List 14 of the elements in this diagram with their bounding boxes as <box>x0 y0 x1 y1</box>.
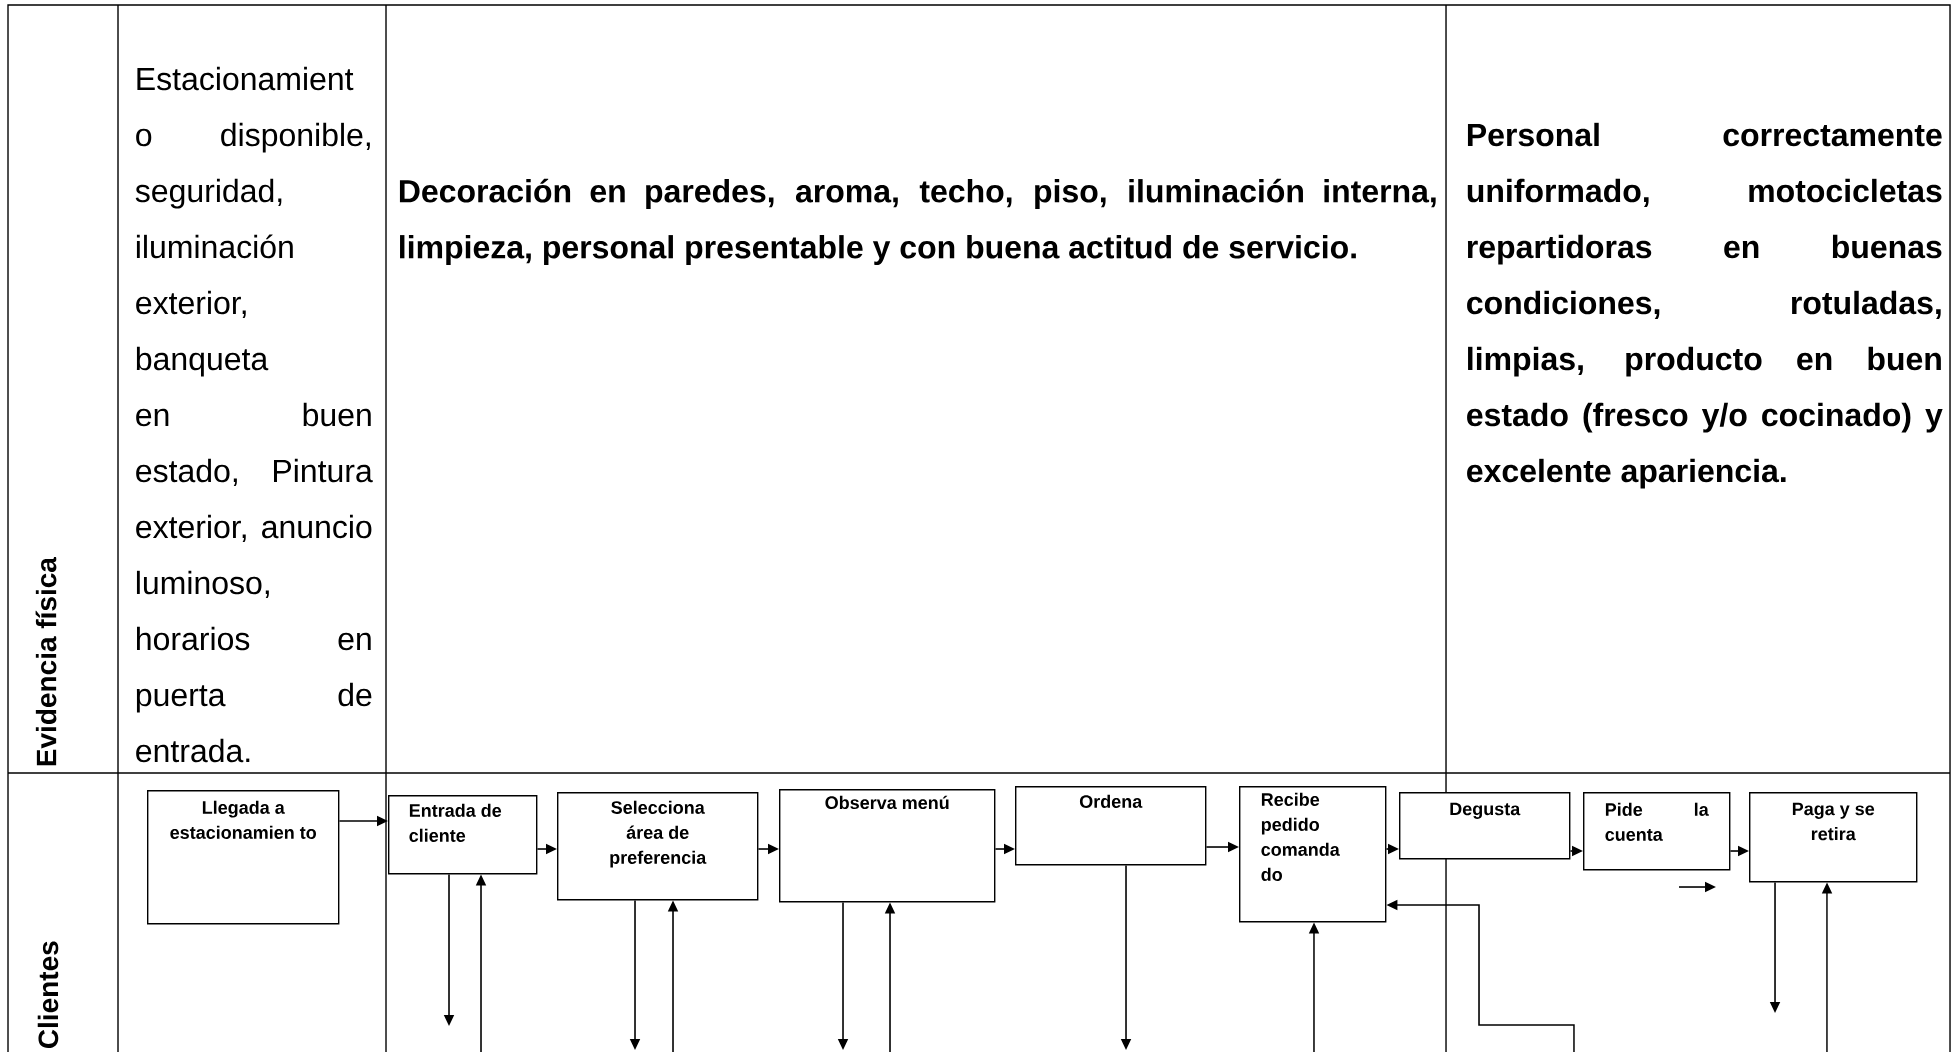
row-header: Evidencia física <box>35 556 57 766</box>
cell-text: Estacionamient o disponible, seguridad, iluminación exterior, banqueta en buen estado, Pintura exterior, anuncio luminoso, horarios en puerta de entrada. <box>135 66 373 763</box>
cell-text: Personal correctamente uniformado, motocicletas repartidoras en buenas condiciones, rotuladas, limpias, producto en buen estado (fresco y/o cocinado) y excelente apariencia. <box>1467 122 1943 489</box>
process-box: Ordena <box>1015 786 1207 866</box>
process-box: Paga y se retira <box>1749 792 1918 883</box>
process-box: Observa menú <box>779 789 996 903</box>
row-header: Clientes <box>37 941 59 1049</box>
process-box: Selecciona área de preferencia <box>557 792 759 901</box>
cell-text: Decoración en paredes, aroma, techo, piso, iluminación interna, limpieza, personal presentable y con buena actitud de servicio. <box>399 178 1436 265</box>
process-box: Entrada de cliente <box>388 795 538 875</box>
process-box: Pide la cuenta <box>1583 792 1731 871</box>
process-box: Degusta <box>1399 792 1571 860</box>
process-box: Recibe pedido comanda do <box>1239 786 1387 923</box>
process-box: Llegada a estacionamien to <box>147 790 340 925</box>
